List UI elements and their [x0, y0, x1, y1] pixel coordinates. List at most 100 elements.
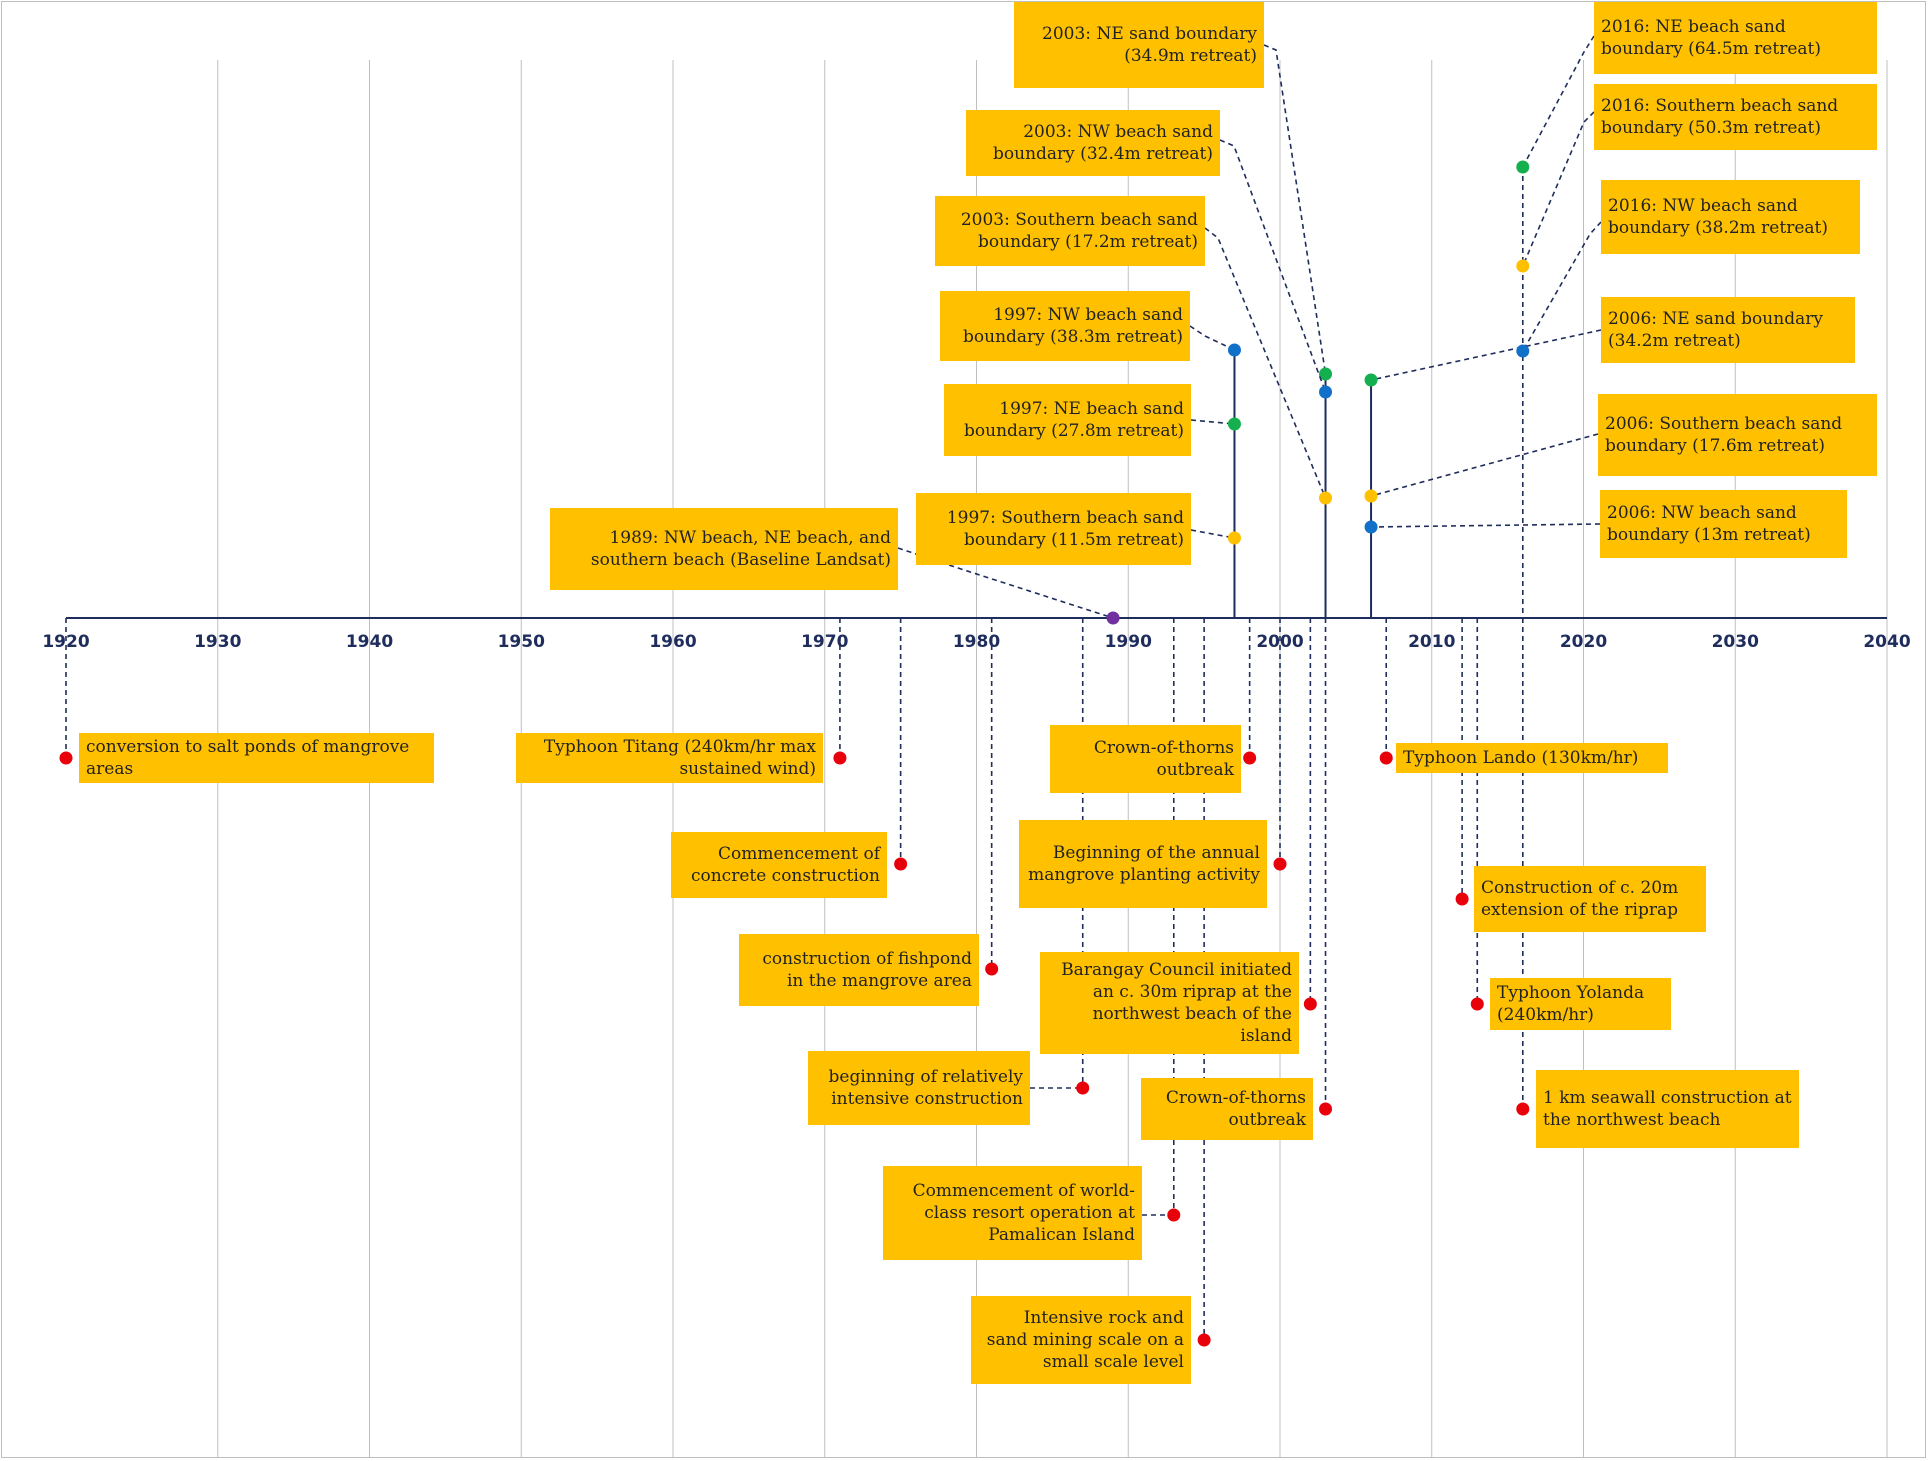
event-text: Typhoon Lando (130km/hr) [1403, 748, 1639, 768]
label-below-8: Beginning of the annual mangrove plantin… [1019, 820, 1267, 908]
tick-label-1990: 1990 [1105, 632, 1152, 652]
tick-label-2040: 2040 [1863, 632, 1910, 652]
event-text: beginning of relatively intensive constr… [828, 1067, 1024, 1109]
event-marker-2003 [1319, 1102, 1333, 1116]
label-below-3: construction of fishpond in the mangrove… [739, 934, 979, 1006]
event-marker-2002 [1303, 997, 1317, 1011]
event-text: 2016: Southern beach sand boundary (50.3… [1601, 96, 1839, 138]
event-marker-1993 [1167, 1208, 1181, 1222]
connector-above-3 [1190, 529, 1235, 539]
label-below-14: 1 km seawall construction at the northwe… [1536, 1070, 1799, 1148]
marker-nw-2003 [1319, 385, 1333, 399]
event-text: conversion to salt ponds of mangrove are… [86, 737, 410, 779]
event-text: 1989: NW beach, NE beach, and southern b… [590, 528, 891, 570]
event-text: construction of fishpond in the mangrove… [762, 949, 972, 991]
connector-above-10 [1522, 35, 1595, 168]
marker-south-2016 [1516, 259, 1530, 273]
tick-label-1950: 1950 [498, 632, 545, 652]
label-above-0: 1989: NW beach, NE beach, and southern b… [550, 508, 898, 590]
marker-ne-2016 [1516, 160, 1530, 174]
connector-above-2 [1190, 419, 1235, 425]
label-below-9: Barangay Council initiated an c. 30m rip… [1040, 952, 1299, 1054]
event-marker-1998 [1243, 751, 1257, 765]
tick-label-1970: 1970 [801, 632, 848, 652]
event-text: Commencement of world-class resort opera… [912, 1181, 1135, 1245]
marker-south-2006 [1364, 489, 1378, 503]
label-above-9: 2006: NW beach sand boundary (13m retrea… [1600, 490, 1847, 558]
label-below-10: Crown-of-thorns outbreak [1141, 1078, 1313, 1140]
event-text: 2003: Southern beach sand boundary (17.2… [960, 210, 1198, 252]
tick-label-1940: 1940 [346, 632, 393, 652]
event-text: 1 km seawall construction at the northwe… [1543, 1088, 1792, 1130]
marker-ne-2003 [1319, 367, 1333, 381]
event-text: 1997: NE beach sand boundary (27.8m retr… [964, 399, 1184, 441]
event-text: 1997: NW beach sand boundary (38.3m retr… [963, 305, 1183, 347]
event-marker-2013 [1470, 997, 1484, 1011]
label-above-1: 1997: NW beach sand boundary (38.3m retr… [940, 291, 1190, 361]
marker-nw-1997 [1227, 343, 1241, 357]
label-above-3: 1997: Southern beach sand boundary (11.5… [916, 493, 1191, 565]
marker-baseline-1989 [1106, 611, 1120, 625]
event-text: 2006: Southern beach sand boundary (17.6… [1605, 414, 1843, 456]
event-text: Barangay Council initiated an c. 30m rip… [1061, 960, 1292, 1046]
connector-above-1 [1189, 325, 1235, 351]
event-text: Construction of c. 20m extension of the … [1481, 878, 1679, 920]
marker-south-2003 [1319, 491, 1333, 505]
label-below-11: Typhoon Lando (130km/hr) [1396, 743, 1668, 773]
marker-ne-2006 [1364, 373, 1378, 387]
event-marker-1987 [1076, 1081, 1090, 1095]
label-above-11: 2016: Southern beach sand boundary (50.3… [1594, 84, 1877, 150]
event-marker-1981 [985, 962, 999, 976]
event-text: Intensive rock and sand mining scale on … [986, 1308, 1184, 1372]
tick-label-2010: 2010 [1408, 632, 1455, 652]
event-marker-2012 [1455, 892, 1469, 906]
event-text: 2006: NW beach sand boundary (13m retrea… [1607, 503, 1811, 545]
label-above-10: 2016: NE beach sand boundary (64.5m retr… [1594, 2, 1877, 74]
tick-label-1980: 1980 [953, 632, 1000, 652]
connector-above-12 [1522, 221, 1602, 352]
label-above-2: 1997: NE beach sand boundary (27.8m retr… [944, 384, 1191, 456]
tick-label-1960: 1960 [649, 632, 696, 652]
event-text: 2003: NE sand boundary (34.9m retreat) [1042, 24, 1257, 66]
event-text: Commencement of concrete construction [690, 844, 880, 886]
connector-above-8 [1370, 433, 1599, 497]
event-marker-1920 [59, 751, 73, 765]
event-marker-1971 [833, 751, 847, 765]
label-above-12: 2016: NW beach sand boundary (38.2m retr… [1601, 180, 1860, 254]
event-marker-2007 [1379, 751, 1393, 765]
tick-label-1920: 1920 [42, 632, 89, 652]
event-text: 2006: NE sand boundary (34.2m retreat) [1608, 309, 1823, 351]
event-text: Typhoon Titang (240km/hr max sustained w… [543, 737, 816, 779]
marker-nw-2006 [1364, 520, 1378, 534]
event-text: 2003: NW beach sand boundary (32.4m retr… [993, 122, 1213, 164]
connector-above-11 [1522, 111, 1595, 267]
tick-label-2020: 2020 [1560, 632, 1607, 652]
label-below-7: Crown-of-thorns outbreak [1050, 725, 1241, 793]
tick-label-2030: 2030 [1712, 632, 1759, 652]
connector-above-4 [1263, 44, 1327, 375]
label-above-4: 2003: NE sand boundary (34.9m retreat) [1014, 2, 1264, 88]
marker-ne-1997 [1227, 417, 1241, 431]
marker-south-1997 [1227, 531, 1241, 545]
event-text: Crown-of-thorns outbreak [1093, 738, 1234, 780]
label-above-6: 2003: Southern beach sand boundary (17.2… [935, 196, 1205, 266]
label-above-8: 2006: Southern beach sand boundary (17.6… [1598, 394, 1877, 476]
label-above-7: 2006: NE sand boundary (34.2m retreat) [1601, 297, 1855, 363]
tick-label-2000: 2000 [1256, 632, 1303, 652]
label-below-0: conversion to salt ponds of mangrove are… [79, 733, 434, 783]
tick-label-1930: 1930 [194, 632, 241, 652]
event-marker-1975 [894, 857, 908, 871]
event-marker-2000 [1273, 857, 1287, 871]
event-text: Crown-of-thorns outbreak [1165, 1088, 1306, 1130]
marker-nw-2016 [1516, 344, 1530, 358]
event-text: 2016: NW beach sand boundary (38.2m retr… [1608, 196, 1828, 238]
label-below-1: Typhoon Titang (240km/hr max sustained w… [516, 733, 823, 783]
label-below-2: Commencement of concrete construction [671, 832, 887, 898]
connector-above-9 [1371, 523, 1601, 528]
event-text: 1997: Southern beach sand boundary (11.5… [946, 508, 1184, 550]
connector-above-5 [1219, 139, 1327, 393]
label-below-12: Construction of c. 20m extension of the … [1474, 866, 1706, 932]
event-text: Beginning of the annual mangrove plantin… [1028, 843, 1260, 885]
event-text: 2016: NE beach sand boundary (64.5m retr… [1601, 17, 1821, 59]
connector-above-7 [1370, 329, 1602, 381]
